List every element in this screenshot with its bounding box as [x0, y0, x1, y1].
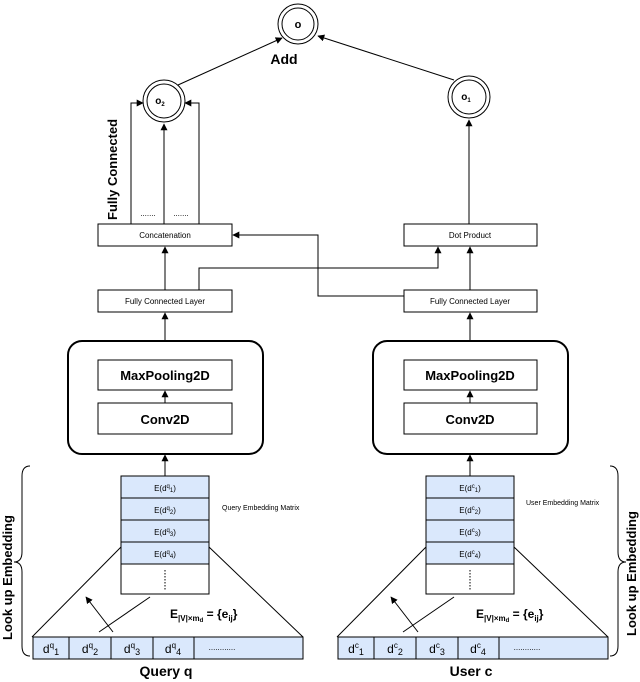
query-cell-1: E(dq1)	[154, 484, 176, 494]
user-token-1: dc1	[348, 641, 364, 657]
user-cell-1: E(dc1)	[459, 484, 481, 494]
output-node-o: o	[277, 3, 319, 45]
query-token-1: dq1	[43, 641, 59, 657]
concatenation-box	[97, 223, 233, 247]
dot-product-label: Dot Product	[449, 231, 492, 240]
query-token-2: dq2	[82, 641, 98, 657]
query-token-dots: ............	[209, 643, 236, 652]
user-cell-4: E(dc4)	[459, 550, 481, 560]
user-cell-3: E(dc3)	[459, 528, 481, 538]
user-cell-2: E(dc2)	[459, 506, 481, 516]
query-q-label: Query q	[140, 663, 193, 679]
arrow-o1-to-o	[317, 34, 455, 81]
concatenation-label: Concatenation	[139, 231, 191, 240]
user-embedding-matrix-label: User Embedding Matrix	[526, 500, 600, 507]
svg-text:o1: o1	[461, 92, 471, 104]
query-cell-2: E(dq2)	[154, 506, 176, 516]
look-up-embedding-right: Look up Embedding	[624, 511, 639, 636]
query-token-row: dq1 dq2 dq3 dq4 ............	[32, 636, 304, 660]
right-conv-label: Conv2D	[445, 412, 494, 427]
left-maxpool-label: MaxPooling2D	[120, 368, 210, 383]
node-o1-sub: 1	[467, 98, 471, 104]
svg-text:o2: o2	[155, 96, 165, 108]
query-cell-3: E(dq3)	[154, 528, 176, 538]
query-embedding-matrix: E(dq1) E(dq2) E(dq3) E(dq4)	[120, 475, 210, 595]
left-cnn-block: MaxPooling2D Conv2D	[67, 340, 264, 455]
look-up-embedding-left: Look up Embedding	[0, 515, 15, 640]
query-token-4: dq4	[165, 641, 181, 657]
query-token-3: dq3	[124, 641, 140, 657]
fully-connected-lines: ....... .......	[130, 99, 200, 224]
left-lookup-projection	[31, 546, 304, 638]
node-o2: o2	[142, 79, 186, 123]
arrow-o2-to-o	[177, 37, 283, 86]
right-cnn-block: MaxPooling2D Conv2D	[372, 340, 569, 455]
user-token-3: dc3	[429, 641, 445, 657]
dot-product-box	[403, 223, 538, 247]
user-c-label: User c	[450, 663, 493, 679]
user-token-4: dc4	[470, 641, 486, 657]
user-embedding-matrix: E(dc1) E(dc2) E(dc3) E(dc4)	[425, 475, 515, 595]
user-token-row: dc1 dc2 dc3 dc4 ............	[337, 636, 609, 660]
arrow-right-fc-to-concat	[232, 231, 404, 297]
left-conv-label: Conv2D	[140, 412, 189, 427]
query-cell-4: E(dq4)	[154, 550, 176, 560]
user-token-dots: ............	[514, 643, 541, 652]
fc-dots-right: .......	[173, 209, 189, 218]
add-label: Add	[270, 51, 297, 67]
right-brace	[609, 465, 627, 657]
user-embedding-formula: E|V|×md = {eij}	[476, 607, 544, 624]
node-o2-base: o	[155, 96, 161, 107]
output-node-label: o	[295, 19, 302, 31]
node-o1: o1	[447, 75, 491, 119]
fc-dots-left: .......	[140, 209, 156, 218]
left-fc-layer-label: Fully Connected Layer	[125, 297, 205, 306]
right-maxpool-label: MaxPooling2D	[425, 368, 515, 383]
node-o1-base: o	[461, 92, 467, 103]
user-token-2: dc2	[387, 641, 403, 657]
left-brace	[13, 465, 31, 657]
node-o2-sub: 2	[161, 102, 165, 108]
query-embedding-formula: E|V|×md = {eij}	[170, 607, 238, 624]
right-fc-layer-label: Fully Connected Layer	[430, 297, 510, 306]
fully-connected-label: Fully Connected	[105, 119, 120, 220]
right-lookup-projection	[336, 546, 609, 638]
query-embedding-matrix-label: Query Embedding Matrix	[222, 505, 300, 512]
